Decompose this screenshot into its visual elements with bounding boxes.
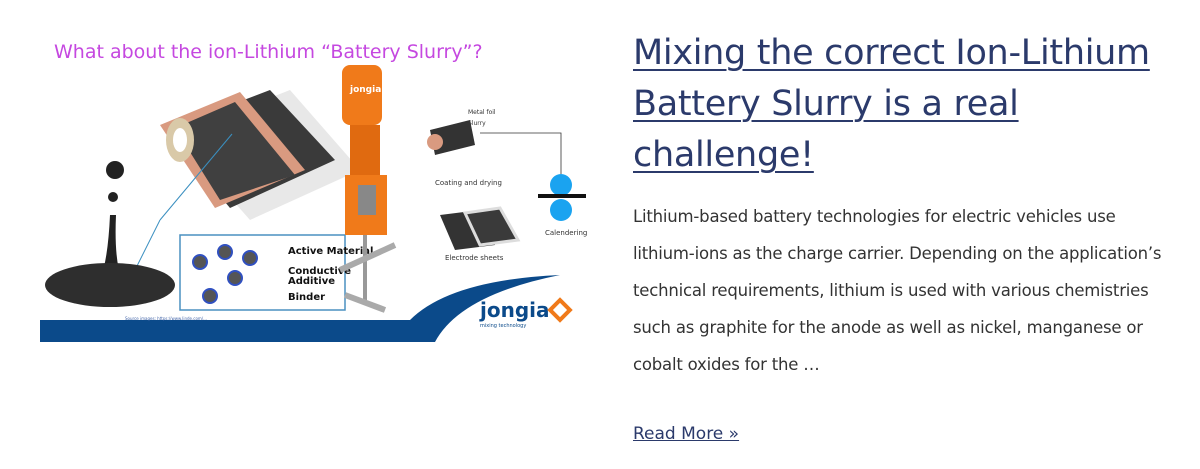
post-title-link[interactable]: Mixing the correct Ion-Lithium Battery S… xyxy=(633,33,1150,175)
post-excerpt: Lithium-based battery technologies for e… xyxy=(633,207,1162,374)
label-binder: Binder xyxy=(288,292,325,303)
post-title: Mixing the correct Ion-Lithium Battery S… xyxy=(633,28,1173,181)
label-slurry: Slurry xyxy=(468,120,486,127)
label-active-material: Active Material xyxy=(288,246,373,257)
logo-tagline: mixing technology xyxy=(480,323,526,329)
post-thumbnail-link[interactable]: What about the ion-Lithium “Battery Slur… xyxy=(40,30,592,342)
label-additive: Additive xyxy=(288,276,335,287)
image-heading: What about the ion-Lithium “Battery Slur… xyxy=(54,41,483,63)
label-conductive: Conductive xyxy=(288,266,351,277)
label-metal-foil: Metal foil xyxy=(468,109,496,116)
mixer-brand: jongia xyxy=(349,85,381,95)
label-coating: Coating and drying xyxy=(435,179,502,187)
battery-slurry-illustration: What about the ion-Lithium “Battery Slur… xyxy=(40,41,587,342)
source-credit: Source images: https://www.linde.com/... xyxy=(125,316,207,321)
label-calendering: Calendering xyxy=(545,229,587,237)
label-electrode: Electrode sheets xyxy=(445,254,504,262)
read-more-link[interactable]: Read More » xyxy=(633,424,740,444)
jongia-logo: jongia xyxy=(479,298,550,322)
